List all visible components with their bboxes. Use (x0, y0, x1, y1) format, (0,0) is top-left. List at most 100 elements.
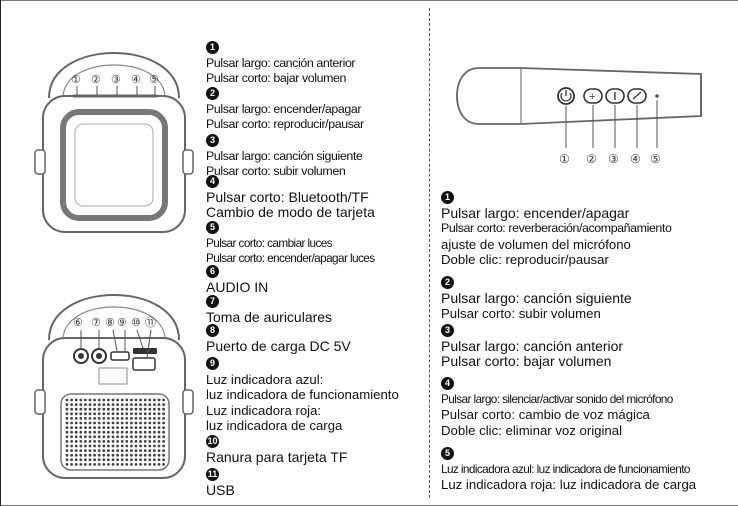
grille-hole (74, 403, 78, 406)
grille-hole (157, 407, 161, 411)
grille-hole (116, 458, 119, 462)
grille-hole (97, 453, 101, 457)
grille-hole (97, 458, 101, 462)
grille-hole (157, 426, 161, 429)
grille-hole (162, 417, 166, 420)
item-line: Pulsar largo: canción anterior (441, 337, 624, 354)
grille-hole (162, 426, 166, 429)
grille-hole (102, 435, 106, 439)
grille-hole (88, 453, 92, 457)
grille-hole (116, 403, 119, 406)
grille-hole (111, 398, 115, 402)
grille-hole (88, 403, 92, 406)
grille-hole (93, 458, 96, 462)
grille-hole (88, 412, 92, 416)
speaker-top-label-3: ③ (111, 74, 121, 86)
item-line: Pulsar largo: canción siguiente (441, 289, 632, 306)
grille-hole (97, 430, 101, 434)
grille-hole (74, 426, 78, 429)
grille-hole (74, 463, 78, 466)
grille-hole (65, 398, 69, 402)
grille-hole (125, 435, 129, 439)
number-badge: 5 (441, 447, 454, 460)
grille-hole (148, 417, 152, 420)
grille-hole (148, 453, 152, 457)
item-line: Cambio de modo de tarjeta (206, 204, 375, 220)
grille-hole (111, 430, 115, 434)
grille-hole (107, 435, 110, 439)
grille-hole (120, 403, 124, 406)
mic-label-5: ⑤ (650, 152, 661, 166)
speaker-item-9: 9 Luz indicadora azul:luz indicadora de … (206, 356, 399, 434)
speaker-item-7: 7 Toma de auriculares (206, 294, 332, 325)
grille-hole (162, 398, 166, 402)
grille-hole (93, 449, 96, 452)
mic-label-2: ② (586, 152, 597, 166)
grille-hole (116, 440, 119, 443)
item-line: Pulsar corto: encender/apagar luces (206, 251, 375, 265)
grille-hole (148, 449, 152, 452)
grille-hole (65, 453, 69, 457)
grille-hole (134, 440, 138, 443)
grille-hole (130, 440, 133, 443)
grille-hole (130, 403, 133, 406)
grille-hole (153, 407, 156, 411)
grille-hole (116, 412, 119, 416)
grille-hole (107, 440, 110, 443)
grille-hole (139, 421, 142, 425)
grille-hole (111, 412, 115, 416)
grille-hole (97, 426, 101, 429)
grille-hole (125, 417, 129, 420)
grille-hole (116, 463, 119, 466)
grille-hole (130, 412, 133, 416)
grille-hole (93, 417, 96, 420)
grille-hole (107, 398, 110, 402)
grille-hole (107, 449, 110, 452)
grille-hole (102, 444, 106, 448)
grille-hole (102, 430, 106, 434)
grille-hole (70, 453, 73, 457)
grille-hole (157, 412, 161, 416)
grille-hole (120, 444, 124, 448)
grille-hole (97, 440, 101, 443)
speaker-back-label-9: ⑨ (117, 317, 127, 329)
grille-hole (65, 430, 69, 434)
grille-hole (79, 453, 83, 457)
grille-hole (70, 403, 73, 406)
grille-hole (139, 412, 142, 416)
grille-hole (162, 449, 166, 452)
grille-hole (65, 458, 69, 462)
grille-hole (70, 426, 73, 429)
grille-hole (88, 426, 92, 429)
grille-hole (143, 407, 147, 411)
mic-plus-button (583, 88, 603, 104)
grille-hole (139, 440, 142, 443)
grille-hole (148, 430, 152, 434)
mic-label-4: ④ (630, 152, 641, 166)
grille-hole (107, 403, 110, 406)
item-line: Pulsar corto: reproducir/pausar (206, 117, 364, 131)
grille-hole (74, 435, 78, 439)
item-line: luz indicadora de carga (206, 418, 343, 433)
item-line: Pulsar largo: silenciar/activar sonido d… (441, 391, 673, 406)
grille-hole (148, 440, 152, 443)
grille-hole (111, 444, 115, 448)
grille-hole (116, 407, 119, 411)
grille-hole (88, 440, 92, 443)
speaker-top-label-5: ⑤ (149, 74, 159, 86)
number-badge: 8 (206, 324, 219, 337)
grille-hole (143, 430, 147, 434)
grille-hole (84, 398, 87, 402)
grille-hole (107, 453, 110, 457)
grille-hole (111, 463, 115, 466)
grille-hole (84, 449, 87, 452)
grille-hole (107, 430, 110, 434)
top-border (1, 0, 738, 1)
grille-hole (65, 412, 69, 416)
grille-hole (125, 407, 129, 411)
grille-hole (148, 444, 152, 448)
grille-hole (93, 412, 96, 416)
